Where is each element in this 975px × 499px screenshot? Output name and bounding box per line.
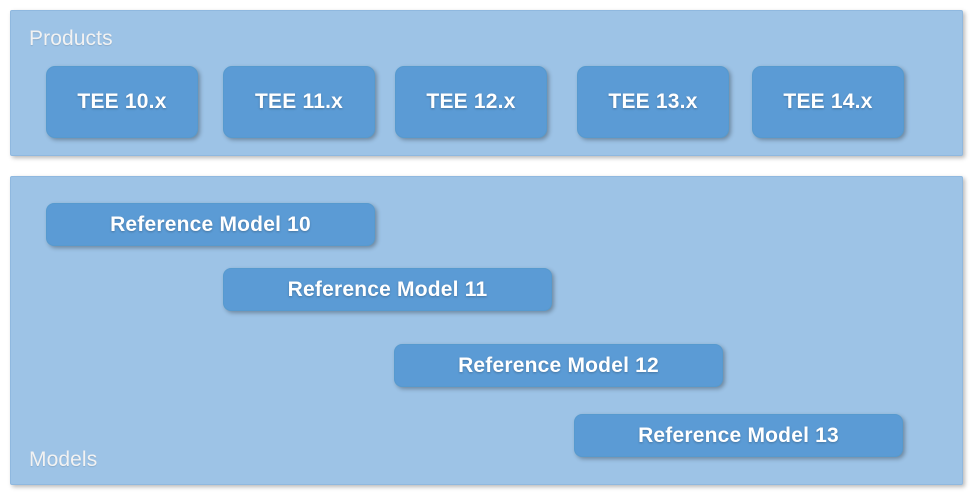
models-group-container: Models Reference Model 10 Reference Mode… (10, 176, 963, 485)
reference-model-box-11[interactable]: Reference Model 11 (223, 268, 552, 311)
reference-model-box-12[interactable]: Reference Model 12 (394, 344, 723, 387)
products-group-container: Products TEE 10.x TEE 11.x TEE 12.x TEE … (10, 10, 963, 156)
reference-model-box-10[interactable]: Reference Model 10 (46, 203, 375, 246)
models-group-label: Models (29, 448, 98, 471)
product-box-tee-14[interactable]: TEE 14.x (752, 66, 904, 138)
product-box-tee-10[interactable]: TEE 10.x (46, 66, 198, 138)
products-group-label: Products (29, 27, 113, 50)
product-box-tee-11[interactable]: TEE 11.x (223, 66, 375, 138)
reference-model-box-13[interactable]: Reference Model 13 (574, 414, 903, 457)
product-box-tee-12[interactable]: TEE 12.x (395, 66, 547, 138)
product-box-tee-13[interactable]: TEE 13.x (577, 66, 729, 138)
